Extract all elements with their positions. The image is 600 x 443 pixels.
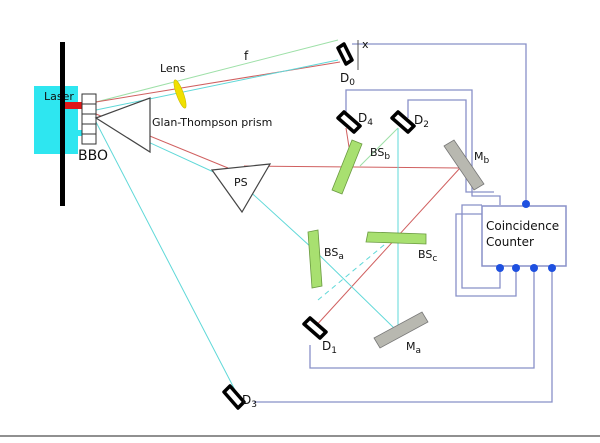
signal-to-d0 bbox=[95, 61, 341, 103]
glan-thompson-prism bbox=[94, 97, 151, 154]
detector-d2: D2 bbox=[390, 110, 429, 134]
cables bbox=[254, 43, 553, 403]
d1-label: D bbox=[322, 339, 331, 353]
bsc-label: BS bbox=[418, 248, 432, 261]
detector-d3: D3 bbox=[222, 384, 257, 410]
cable-d4 bbox=[345, 89, 501, 205]
d4-label: D bbox=[358, 111, 367, 125]
glan-label: Glan-Thompson prism bbox=[152, 116, 272, 129]
x-label: x bbox=[362, 38, 369, 51]
detector-d0: D0 bbox=[336, 40, 359, 88]
cable-d3 bbox=[254, 268, 553, 403]
svg-text:Ma: Ma bbox=[406, 340, 421, 356]
lens bbox=[173, 79, 187, 109]
ps-prism bbox=[210, 163, 272, 214]
d4-sub: 4 bbox=[367, 118, 373, 128]
bsb-label: BS bbox=[370, 146, 384, 159]
svg-text:D3: D3 bbox=[242, 393, 257, 410]
dashed-idler bbox=[317, 239, 391, 301]
mirror-mb: Mb bbox=[443, 139, 490, 191]
laser-label: Laser bbox=[44, 90, 74, 103]
beamsplitter-bsb: BSb bbox=[331, 139, 390, 195]
counter-port-3 bbox=[530, 264, 538, 272]
d3-label: D bbox=[242, 393, 251, 407]
mb-to-d1 bbox=[313, 167, 461, 329]
laser-box bbox=[34, 86, 78, 154]
idler-to-bsa bbox=[243, 185, 313, 249]
d2-label: D bbox=[414, 113, 423, 127]
cable-loop-b bbox=[455, 213, 517, 297]
svg-text:D1: D1 bbox=[322, 339, 337, 356]
bbo-label: BBO bbox=[78, 148, 108, 164]
pump-beam-cyan bbox=[62, 130, 86, 136]
mb-sub: b bbox=[484, 156, 490, 166]
beamsplitter-bsc: BSc bbox=[365, 231, 437, 264]
lens-label: Lens bbox=[160, 62, 186, 75]
d0-sub: 0 bbox=[349, 78, 355, 88]
counter-port-4 bbox=[548, 264, 556, 272]
beamsplitter-bsa: BSa bbox=[307, 229, 344, 289]
mirror-ma: Ma bbox=[373, 311, 429, 356]
mb-label: M bbox=[474, 150, 484, 163]
svg-text:BSc: BSc bbox=[418, 248, 437, 264]
idler-to-d0 bbox=[95, 59, 339, 111]
counter-port-top bbox=[522, 200, 530, 208]
bsc-sub: c bbox=[432, 254, 437, 264]
cable-d2 bbox=[407, 99, 494, 193]
d2-sub: 2 bbox=[423, 120, 429, 130]
counter-label-1: Coincidence bbox=[486, 219, 559, 233]
focal-label: f bbox=[244, 49, 249, 63]
bbo-crystal bbox=[81, 93, 97, 145]
cable-d1 bbox=[309, 268, 535, 369]
cable-loop-a bbox=[461, 204, 501, 289]
coincidence-counter: Coincidence Counter bbox=[481, 200, 567, 272]
d3-sub: 3 bbox=[251, 400, 257, 410]
svg-text:D4: D4 bbox=[358, 111, 373, 128]
counter-port-1 bbox=[496, 264, 504, 272]
bsa-label: BS bbox=[324, 246, 338, 259]
bsb-sub: b bbox=[384, 152, 390, 162]
bsb-to-d2 bbox=[359, 127, 399, 167]
svg-text:Mb: Mb bbox=[474, 150, 490, 166]
focus-beam-upper bbox=[95, 39, 339, 103]
cable-d0 bbox=[352, 43, 527, 205]
d1-sub: 1 bbox=[331, 346, 337, 356]
svg-text:BSa: BSa bbox=[324, 246, 344, 262]
svg-text:D2: D2 bbox=[414, 113, 429, 130]
pump-beam-red bbox=[62, 102, 86, 109]
svg-text:BSb: BSb bbox=[370, 146, 390, 162]
bsa-to-ma bbox=[311, 247, 397, 331]
svg-text:D0: D0 bbox=[340, 71, 355, 88]
detector-d1: D1 bbox=[302, 316, 337, 356]
ma-label: M bbox=[406, 340, 416, 353]
detector-d4: D4 bbox=[336, 110, 373, 134]
bsa-sub: a bbox=[338, 252, 344, 262]
wall-bar bbox=[60, 42, 65, 206]
counter-port-2 bbox=[512, 264, 520, 272]
ps-label: PS bbox=[234, 176, 248, 189]
ma-sub: a bbox=[416, 346, 422, 356]
counter-label-2: Counter bbox=[486, 235, 534, 249]
d0-label: D bbox=[340, 71, 349, 85]
idler-to-d3 bbox=[95, 121, 237, 393]
